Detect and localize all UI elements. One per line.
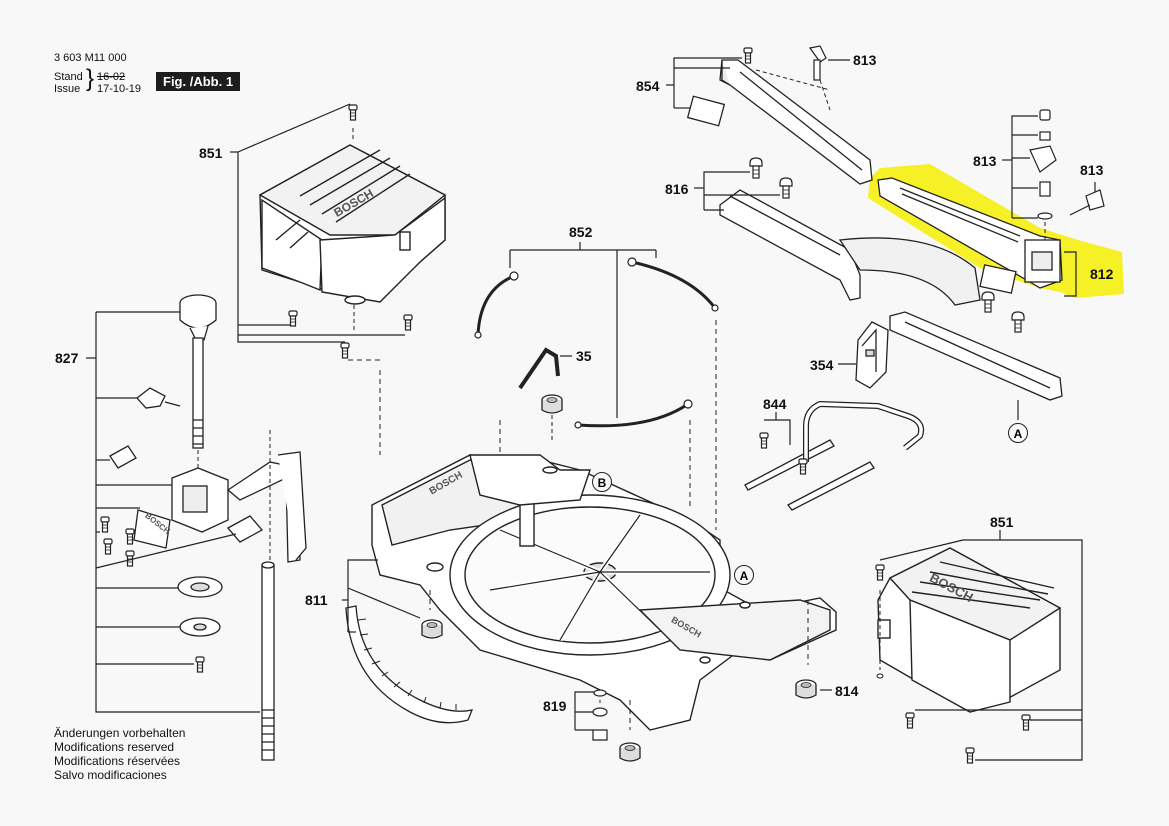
cover-851-bottom	[877, 547, 1062, 713]
note-en: Modifications reserved	[54, 740, 175, 754]
callout-851-top: 851	[199, 145, 223, 161]
callout-811: 811	[305, 592, 328, 608]
fence-816	[719, 189, 981, 306]
callout-851-bottom: 851	[990, 514, 1014, 530]
callout-354: 354	[810, 357, 834, 373]
callout-813-top: 813	[853, 52, 877, 68]
figure-label: Fig. /Abb. 1	[156, 72, 241, 91]
ref-a-upper: A	[1008, 423, 1028, 443]
callout-827: 827	[55, 350, 79, 366]
callout-35: 35	[576, 348, 592, 364]
cover-851-top	[258, 144, 447, 305]
retaining-rings-852	[476, 260, 717, 428]
note-es: Salvo modificaciones	[54, 768, 167, 782]
wing-bolt-813-top	[808, 45, 827, 81]
callout-813-middle: 813	[973, 153, 997, 169]
clamp-assembly-827	[109, 294, 307, 761]
callout-819: 819	[543, 698, 567, 714]
issue-date: 17-10-19	[97, 83, 142, 95]
clamp-354	[855, 321, 889, 389]
note-de: Änderungen vorbehalten	[54, 726, 186, 740]
issue-label: Issue	[54, 83, 81, 95]
fence-rail	[889, 311, 1063, 401]
date-brace: }	[86, 65, 95, 92]
base-811-819-814	[371, 454, 837, 731]
part-number: 3 603 M11 000	[54, 52, 127, 64]
parts-813-right	[1029, 109, 1105, 220]
fence-812	[877, 177, 1063, 294]
stand-label: Stand	[54, 71, 83, 83]
callout-812: 812	[1090, 266, 1114, 282]
rods-844	[744, 400, 925, 511]
callout-844: 844	[763, 396, 787, 412]
parts-819	[592, 689, 608, 741]
callout-852: 852	[569, 224, 593, 240]
fence-854	[686, 59, 873, 185]
miter-scale	[345, 605, 474, 724]
ref-b: B	[592, 472, 612, 492]
callout-813-right: 813	[1080, 162, 1104, 178]
note-fr: Modifications réservées	[54, 754, 181, 768]
callout-816: 816	[665, 181, 689, 197]
stand-date: 16-02	[97, 71, 126, 83]
callout-814: 814	[835, 683, 859, 699]
ref-a-lower: A	[734, 565, 754, 585]
callout-854: 854	[636, 78, 660, 94]
